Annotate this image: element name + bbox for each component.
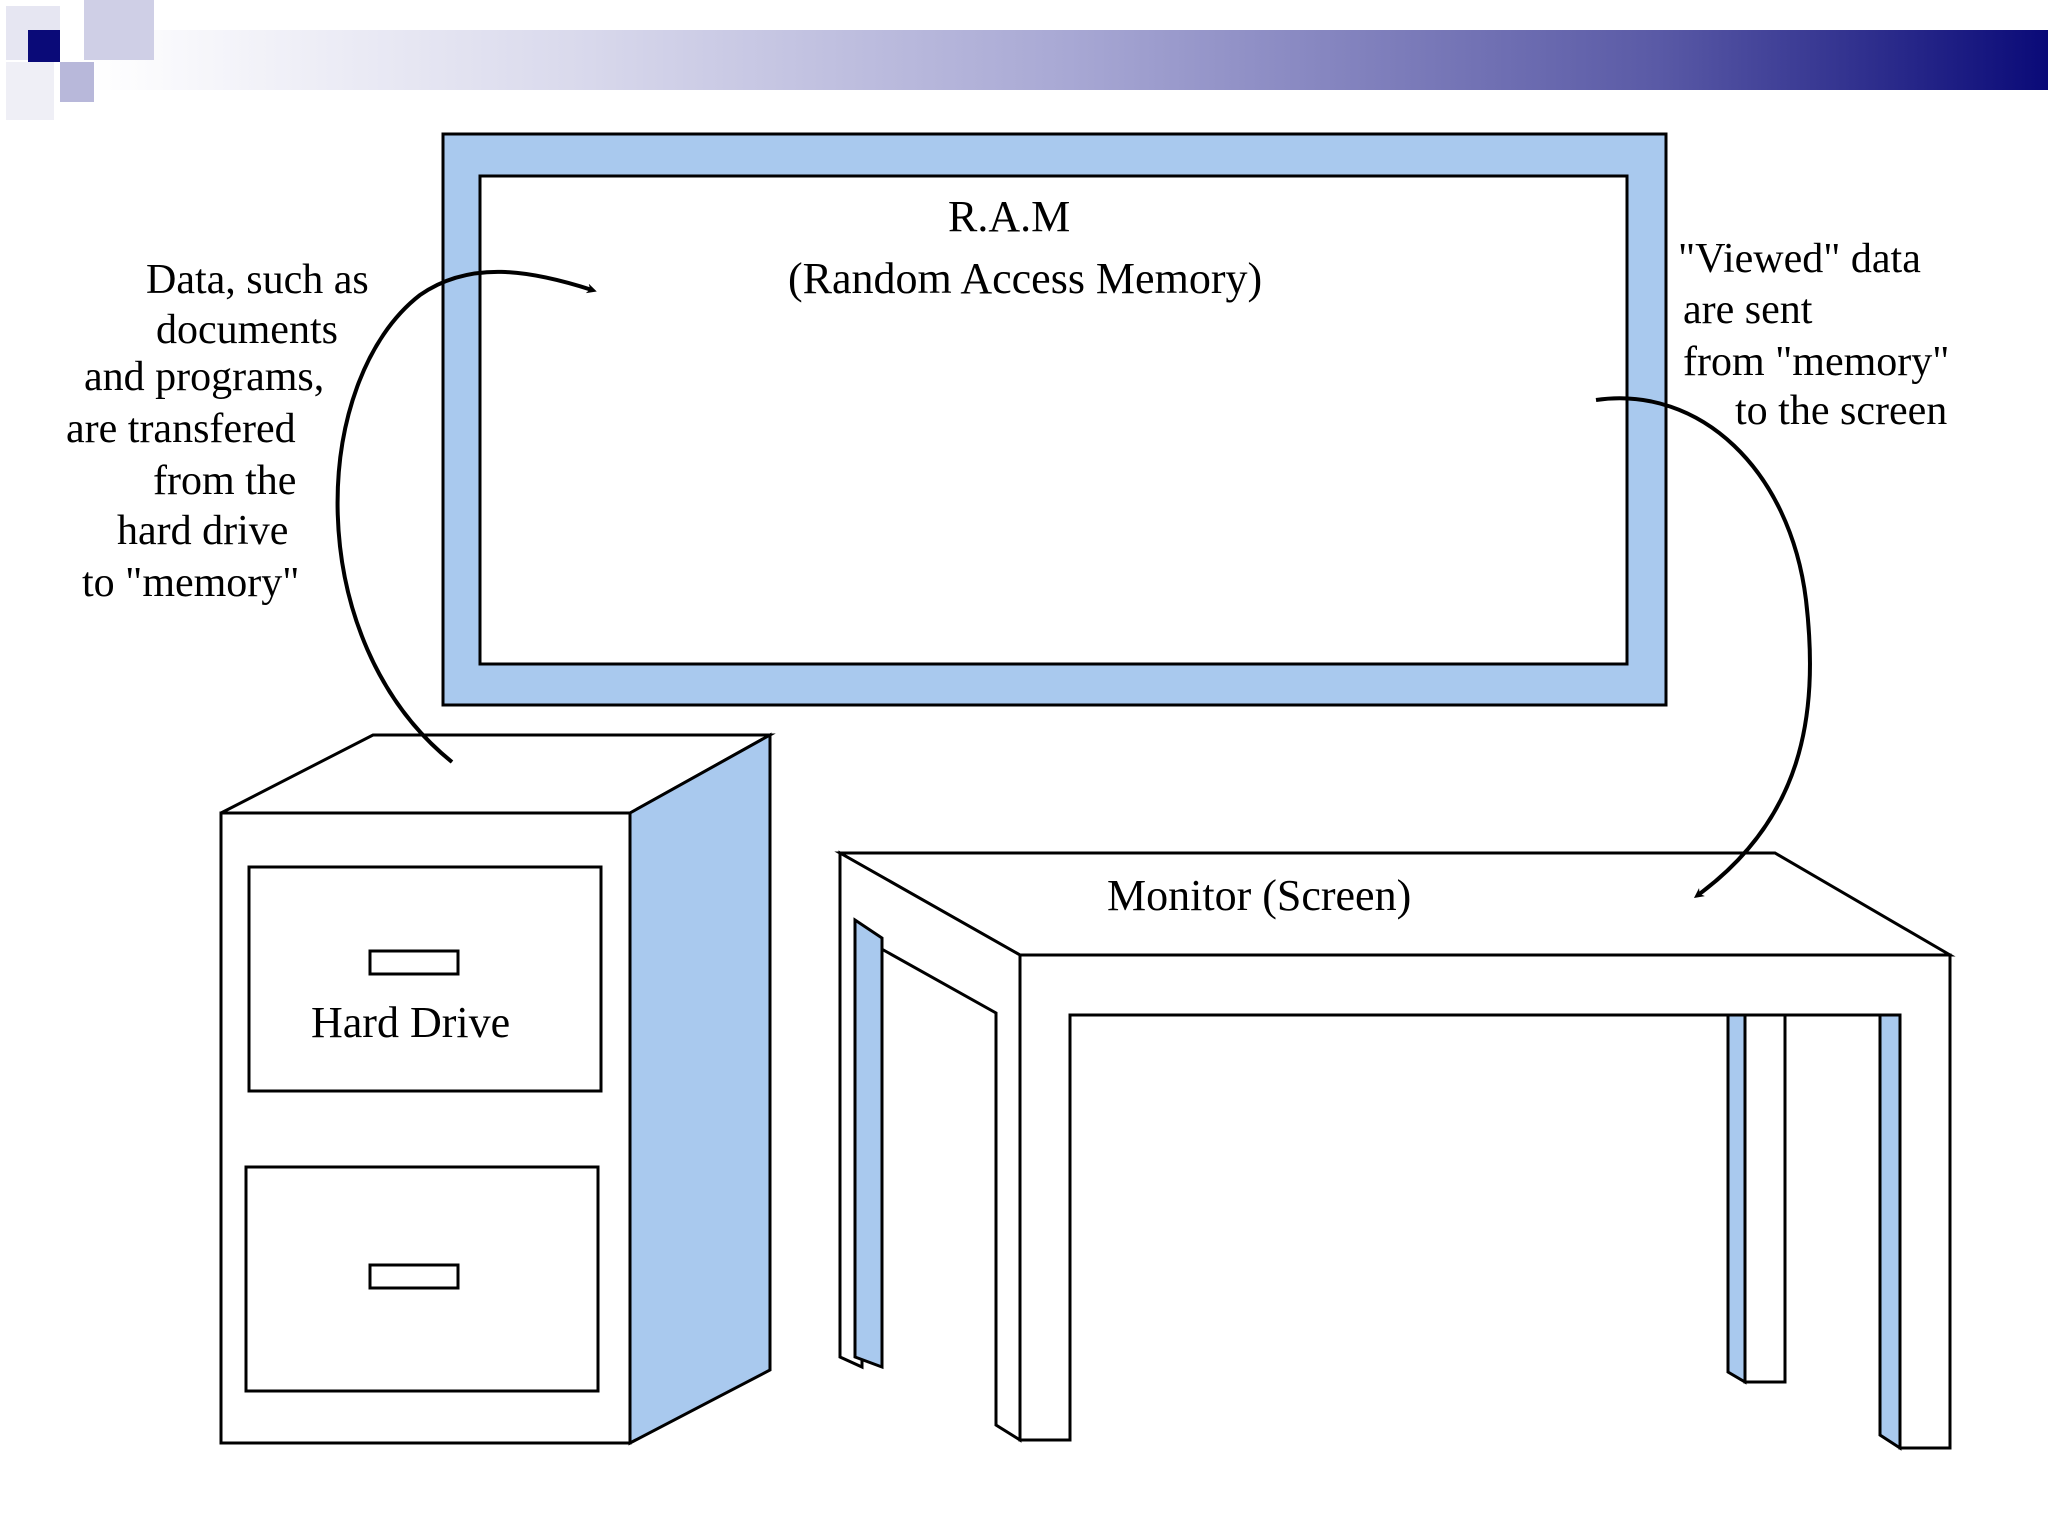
ram-subtitle: (Random Access Memory) — [788, 254, 1263, 303]
desk-back-right-leg — [1743, 1013, 1787, 1384]
desk-left-leg-shade — [853, 917, 884, 1370]
note-to-memory-line: from the — [153, 458, 297, 504]
bottom-drawer-handle — [368, 1263, 460, 1290]
note-to-screen-line: "Viewed" data — [1678, 236, 1921, 282]
ram-inner-panel — [478, 174, 1629, 666]
banner-square-lavender — [60, 62, 94, 102]
ram-box — [441, 132, 1668, 707]
banner-square-dark — [28, 30, 60, 62]
note-to-memory-line: hard drive — [117, 508, 289, 554]
arrow-ram-to-monitor — [1595, 396, 1812, 898]
desk-front-frame — [1018, 953, 1952, 1450]
note-to-memory-line: are transfered — [66, 406, 296, 452]
top-drawer — [247, 865, 603, 1093]
note-to-memory-line: to "memory" — [82, 560, 300, 606]
hard-drive-cabinet — [219, 732, 776, 1446]
note-to-memory-line: documents — [156, 307, 338, 353]
note-to-screen-line: are sent — [1683, 287, 1813, 333]
note-to-screen-line: to the screen — [1735, 388, 1948, 434]
monitor-label: Monitor (Screen) — [1107, 871, 1412, 920]
note-to-memory-line: Data, such as — [146, 257, 369, 303]
arrow-hard-drive-to-ram — [335, 269, 597, 764]
hard-drive-label: Hard Drive — [311, 998, 511, 1047]
banner-square-mid — [84, 0, 154, 60]
desk-right-leg-shade — [1878, 1013, 1902, 1451]
top-drawer-handle — [368, 949, 460, 976]
note-to-screen-line: from "memory" — [1683, 339, 1950, 385]
note-to-memory-line: and programs, — [84, 354, 325, 400]
monitor-desk — [834, 850, 1956, 1451]
cabinet-side — [628, 732, 772, 1446]
ram-title: R.A.M — [948, 192, 1071, 241]
header-banner — [0, 0, 2048, 130]
banner-square-pale — [6, 62, 54, 120]
banner-gradient-bar — [90, 30, 2048, 90]
desk-back-right-leg-side — [1726, 1013, 1747, 1385]
